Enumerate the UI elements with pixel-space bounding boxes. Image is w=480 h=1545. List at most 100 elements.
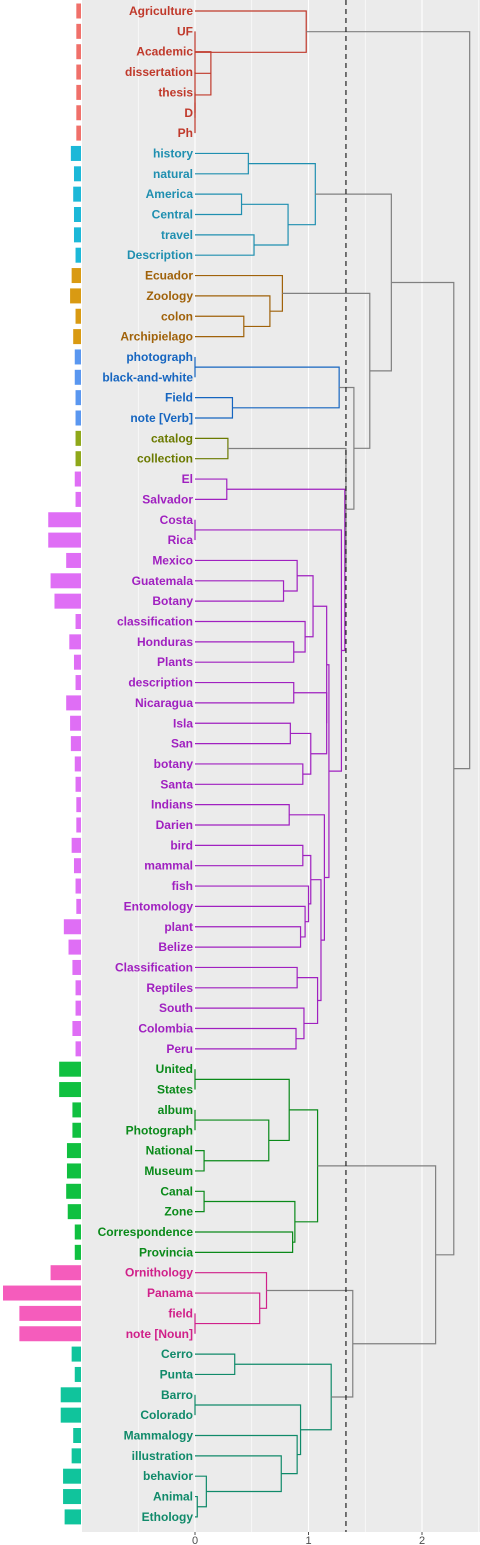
leaf-label: Nicaragua [135,696,193,710]
leaf-bar [76,23,81,39]
leaf-label: Canal [160,1184,193,1198]
leaf-label: Isla [173,716,193,730]
leaf-label: colon [161,309,193,323]
leaf-label: illustration [132,1449,193,1463]
leaf-label: Santa [160,777,193,791]
leaf-label: Ethology [142,1510,194,1524]
leaf-label: Ornithology [125,1266,193,1280]
leaf-label: Peru [166,1042,193,1056]
leaf-bar [74,1224,81,1240]
leaf-bar [75,878,81,894]
leaf-bar [71,268,81,284]
leaf-bar [73,654,81,670]
leaf-bar [75,776,81,792]
leaf-bar [19,1326,82,1342]
dendrogram-edges [194,10,471,1518]
leaf-label: Colorado [140,1408,193,1422]
leaf-bar [75,1041,81,1057]
leaf-bar [73,207,81,222]
leaf-bar [72,1102,81,1118]
leaf-bar [59,1061,81,1077]
leaf-label: Zoology [146,289,193,303]
leaf-bar [66,695,81,711]
leaf-label: dissertation [125,65,193,79]
leaf-label: Agriculture [129,4,193,18]
leaf-label: San [171,737,193,751]
leaf-bar [74,471,81,487]
dendrogram-link [306,31,471,770]
leaf-label: Field [165,391,193,405]
leaf-label: catalog [151,431,193,445]
leaf-bar [74,1366,81,1382]
leaf-label: Mammalogy [124,1429,194,1443]
leaf-bar [73,1428,81,1443]
leaf-bar [76,64,81,80]
leaf-bar [76,797,81,813]
leaf-bar [75,675,81,691]
leaf-bar [60,1407,81,1423]
leaf-bar [75,1000,81,1016]
leaf-bar [76,898,81,914]
leaf-label: thesis [158,85,193,99]
leaf-bar [75,980,81,996]
leaf-bar [71,1346,81,1362]
leaf-bar [76,125,81,141]
leaf-bar [73,186,81,202]
leaf-label: Cerro [161,1347,193,1361]
leaf-bar [54,593,81,609]
leaf-label: Correspondence [98,1225,194,1239]
leaf-bar [70,715,81,731]
leaf-label: South [159,1001,193,1015]
leaf-label: D [184,106,193,120]
leaf-label: album [158,1103,193,1117]
leaf-bar [68,939,81,955]
leaf-bar [67,1204,81,1220]
leaf-label: mammal [144,859,193,873]
leaf-label: natural [153,167,193,181]
leaf-label: behavior [143,1469,193,1483]
dendrogram-link [313,605,328,724]
leaf-bar [70,145,81,161]
leaf-bar [64,1509,81,1525]
leaf-bar [74,369,81,385]
leaf-bar [76,817,81,833]
leaf-label: Ecuador [145,269,193,283]
leaf-bar [48,512,81,528]
leaf-bar [63,1489,81,1505]
x-tick-label: 1 [305,1535,311,1545]
leaf-bar [66,1143,81,1159]
leaf-bar [76,3,81,19]
leaf-label: Animal [153,1490,193,1504]
leaf-bar [76,84,81,100]
leaf-label: America [146,187,194,201]
leaf-bar [74,349,81,365]
leaf-label: Museum [144,1164,193,1178]
leaf-bar [75,430,81,446]
leaf-bar [76,105,81,121]
leaf-label: Description [127,248,193,262]
leaf-bar [66,1163,81,1179]
leaf-label: Honduras [137,635,193,649]
leaf-bar [63,1468,81,1484]
leaf-label: Punta [160,1367,194,1381]
leaf-label: Costa [160,513,194,527]
leaf-label: Archipielago [120,330,193,344]
leaf-label: note [Noun] [126,1327,193,1341]
leaf-bar [75,247,81,263]
leaf-bar [72,959,81,975]
leaf-label: Salvador [142,492,193,506]
leaf-bar [73,166,81,182]
leaf-label: Classification [115,960,193,974]
leaf-bars [3,3,82,1525]
leaf-label: travel [161,228,193,242]
leaf-labels: AgricultureUFAcademicdissertationthesisD… [98,4,194,1524]
leaf-bar [66,1183,81,1199]
leaf-label: Reptiles [146,981,193,995]
leaf-label: Academic [136,45,193,59]
leaf-label: Entomology [124,899,194,913]
leaf-label: Indians [151,798,193,812]
leaf-bar [74,756,81,772]
leaf-label: Central [152,208,193,222]
bar-panel-background [0,0,82,1532]
